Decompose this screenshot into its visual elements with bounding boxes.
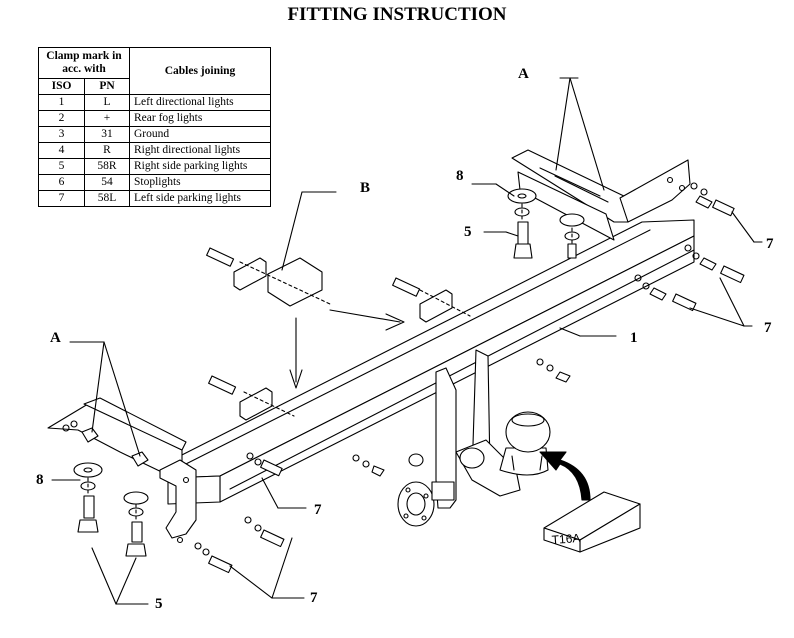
assembly-arrow-right xyxy=(329,309,401,323)
label-part-1: 1 xyxy=(630,330,638,346)
label-5-left: 5 xyxy=(155,596,163,612)
clamp-table: Clamp mark in acc. with Cables joining I… xyxy=(37,47,271,207)
right-fasteners xyxy=(507,188,585,259)
header-clamp-mark: Clamp mark in acc. with xyxy=(38,47,130,79)
header-pn: PN xyxy=(84,78,130,95)
label-a-left: A xyxy=(50,330,61,346)
label-8-left: 8 xyxy=(36,472,44,488)
alignment-lines xyxy=(87,203,573,523)
tow-hook-bracket xyxy=(408,349,521,509)
cable-cell: Left side parking lights xyxy=(129,190,271,207)
bolt-set xyxy=(194,182,745,574)
label-b: B xyxy=(360,180,370,196)
assembly-arrow-down-head xyxy=(289,369,303,389)
packaging-box xyxy=(543,491,641,553)
iso-cell: 7 xyxy=(37,190,86,207)
label-7-bottom: 7 xyxy=(310,590,318,606)
table-row: 2+Rear fog lights xyxy=(37,110,271,127)
pn-cell: 58R xyxy=(84,158,130,175)
label-7-right: 7 xyxy=(764,320,772,336)
left-fasteners xyxy=(73,427,149,557)
label-a-top: A xyxy=(518,66,529,82)
label-8-right: 8 xyxy=(456,168,464,184)
curved-arrow xyxy=(539,451,591,501)
label-7-right-top: 7 xyxy=(766,236,774,252)
crossbar-beam xyxy=(167,219,695,505)
assembly-arrow-right-head xyxy=(385,313,405,331)
right-side-bracket xyxy=(511,149,691,241)
page-title: FITTING INSTRUCTION xyxy=(287,4,507,25)
leader-lines xyxy=(51,77,763,605)
label-7-left: 7 xyxy=(314,502,322,518)
socket-plate xyxy=(397,481,455,527)
label-5-right: 5 xyxy=(464,224,472,240)
tow-ball xyxy=(499,411,551,476)
left-side-bracket xyxy=(47,397,197,544)
cable-cell: Right side parking lights xyxy=(129,158,271,175)
box-label: T16A xyxy=(551,531,581,547)
